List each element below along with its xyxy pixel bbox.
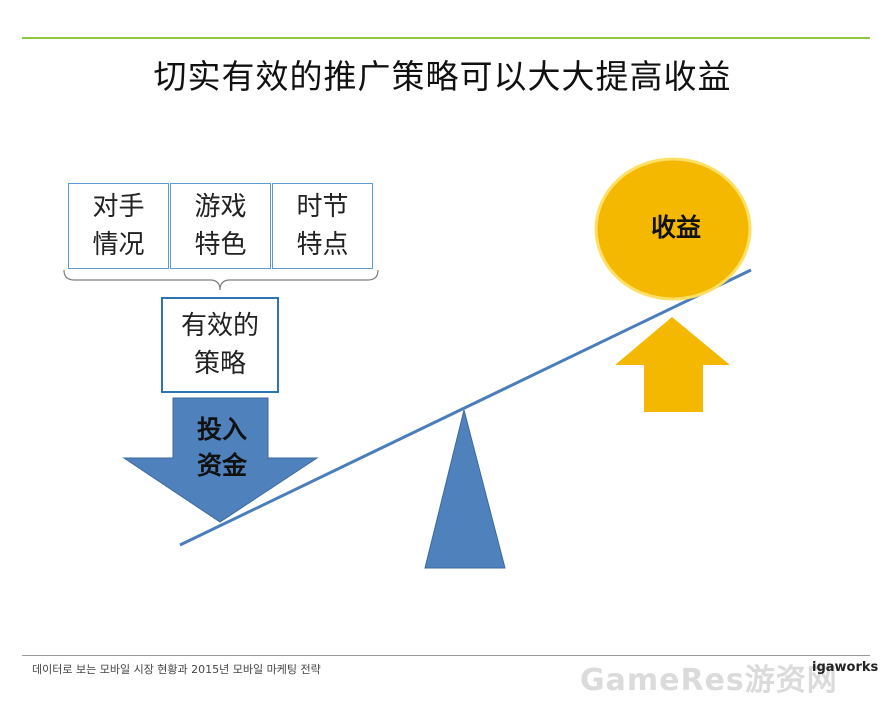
watermark: GameRes游资网 [580, 663, 838, 698]
strategy-box: 有效的 策略 [161, 297, 279, 393]
revenue-circle [594, 157, 752, 301]
factor-label: 游戏 特色 [194, 192, 247, 260]
top-accent-rule [22, 37, 870, 39]
factor-box-season: 时节 特点 [272, 183, 373, 269]
seesaw-fulcrum [424, 409, 506, 569]
slide-title: 切实有效的推广策略可以大大提高收益 [153, 57, 732, 96]
investment-label: 投入 资金 [196, 415, 247, 480]
igaworks-logo: igaworks [812, 660, 879, 675]
footer-caption: 데이터로 보는 모바일 시장 현황과 2015년 모바일 마케팅 전략 [32, 663, 321, 676]
investment-down-arrow [122, 397, 319, 523]
revenue-up-arrow [615, 317, 730, 412]
factor-box-competitor: 对手 情况 [68, 183, 169, 269]
factors-bracket [63, 269, 379, 291]
revenue-label: 收益 [650, 213, 701, 242]
factor-box-game-feature: 游戏 特色 [170, 183, 271, 269]
factor-label: 时节 特点 [296, 192, 349, 260]
footer-rule [22, 655, 870, 656]
factor-label: 对手 情况 [92, 192, 145, 260]
strategy-label: 有效的 策略 [180, 311, 259, 379]
seesaw-beam [179, 268, 752, 547]
